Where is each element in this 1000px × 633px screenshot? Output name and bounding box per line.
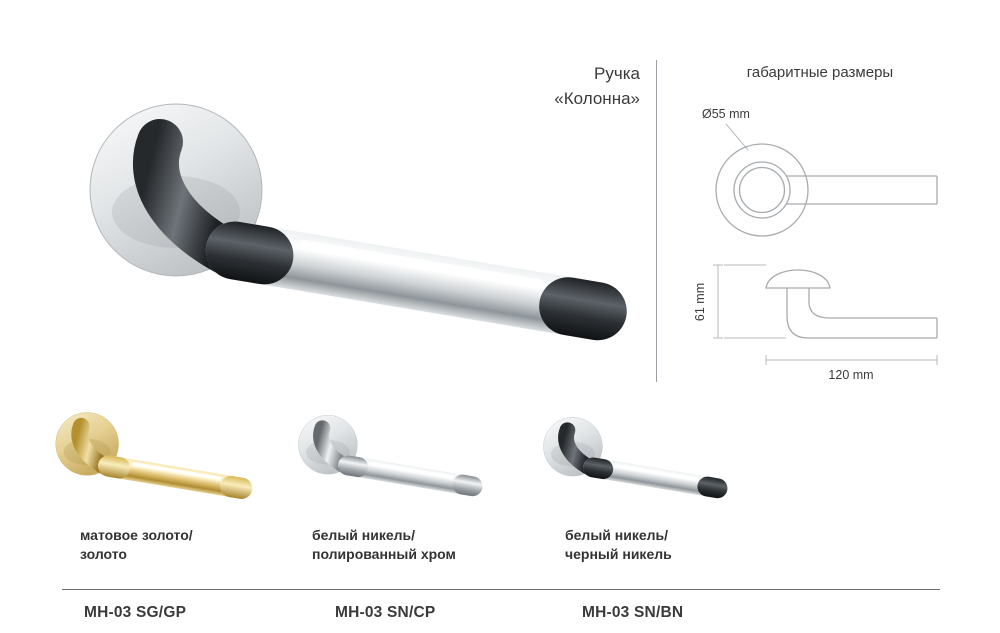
page-title-line1: Ручка (594, 64, 640, 83)
variant-photo-black-nickel (540, 415, 732, 501)
height-label: 61 mm (693, 283, 707, 321)
side-view-drawing: 61 mm 120 mm (690, 252, 950, 390)
finish-line1: белый никель/ (565, 527, 669, 543)
handle-profile (786, 288, 938, 339)
variant-photo-gold (52, 410, 257, 502)
lever-outline (786, 175, 938, 205)
front-view-drawing: Ø55 mm (690, 98, 950, 248)
variant-finish-label-gold: матовое золото/ золото (80, 526, 310, 564)
diameter-label: Ø55 mm (702, 107, 750, 121)
dimensions-heading: габаритные размеры (746, 64, 894, 81)
handle-neck (133, 119, 249, 275)
door-handle-illustration-gold (55, 412, 253, 499)
finish-line2: золото (80, 545, 127, 562)
page-title: Ручка «Колонна» (420, 62, 640, 111)
side-view-svg: 61 mm 120 mm (693, 264, 938, 382)
rosette-inner-outline (733, 161, 791, 219)
product-photo-main (80, 98, 640, 348)
variant-code-gold: MH-03 SG/GP (84, 604, 187, 621)
handle-lever (205, 221, 627, 341)
finish-line2: полированный хром (312, 545, 456, 562)
finish-line2: черный никель (565, 545, 672, 562)
vertical-divider (656, 60, 657, 382)
variant-finish-label-chrome: белый никель/ полированный хром (312, 526, 542, 564)
door-handle-illustration (89, 103, 627, 341)
page-title-line2: «Колонна» (554, 88, 640, 108)
neck-boss-outline (738, 166, 786, 214)
variant-code-chrome: MH-03 SN/CP (335, 604, 436, 621)
leader-line (725, 123, 749, 151)
length-label: 120 mm (828, 368, 873, 382)
finish-line1: матовое золото/ (80, 527, 193, 543)
front-view-svg: Ø55 mm (702, 107, 938, 237)
rosette-profile (765, 269, 831, 289)
rosette-outline (715, 143, 809, 237)
variant-code-black-nickel: MH-03 SN/BN (582, 604, 684, 621)
variant-photo-chrome (295, 413, 487, 499)
variant-finish-label-black-nickel: белый никель/ черный никель (565, 526, 795, 564)
codes-divider-line (62, 589, 940, 590)
door-handle-illustration-black-nickel (543, 417, 728, 499)
finish-line1: белый никель/ (312, 527, 416, 543)
door-handle-illustration-chrome (298, 415, 483, 497)
